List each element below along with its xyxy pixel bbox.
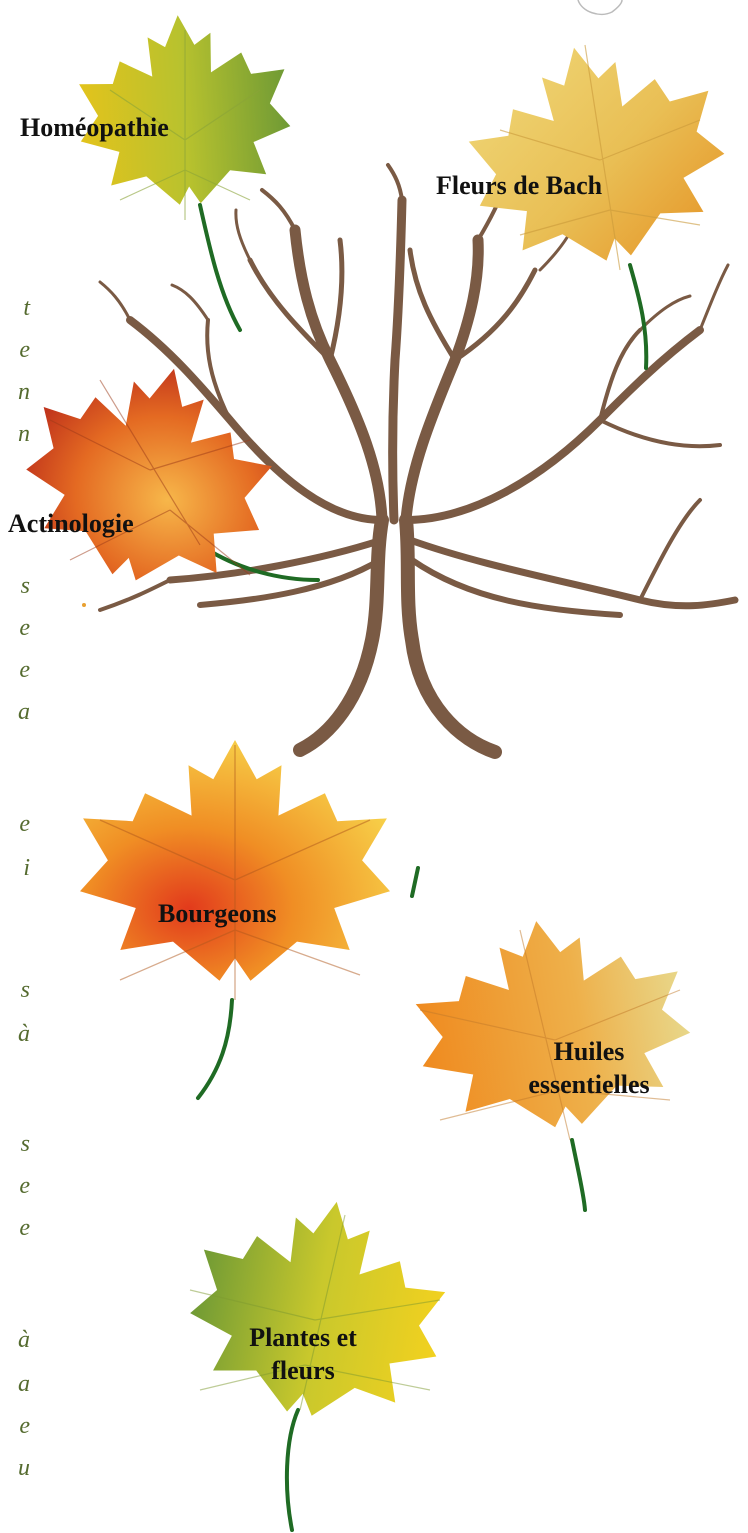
label-plantes-line1: Plantes et bbox=[218, 1322, 388, 1355]
label-homeopathie[interactable]: Homéopathie bbox=[20, 112, 169, 145]
side-text-fragment: à bbox=[0, 1328, 30, 1352]
leaf-plantes-et-fleurs[interactable] bbox=[176, 1180, 460, 1435]
label-huiles-line2: essentielles bbox=[494, 1069, 684, 1102]
label-plantes-et-fleurs[interactable]: Plantes et fleurs bbox=[218, 1322, 388, 1387]
side-text-fragment: e bbox=[0, 338, 30, 362]
side-text-fragment: t bbox=[0, 296, 30, 320]
label-plantes-line2: fleurs bbox=[218, 1355, 388, 1388]
ornament-fragment bbox=[578, 0, 622, 14]
side-text-fragment: n bbox=[0, 422, 30, 446]
side-text-fragment: i bbox=[0, 856, 30, 880]
side-text-fragment: e bbox=[0, 1414, 30, 1438]
label-huiles-line1: Huiles bbox=[494, 1036, 684, 1069]
label-bourgeons[interactable]: Bourgeons bbox=[158, 898, 276, 931]
side-text-fragment: s bbox=[0, 978, 30, 1002]
leaf-huiles-essentielles[interactable] bbox=[403, 904, 703, 1142]
side-text-fragment: e bbox=[0, 658, 30, 682]
side-text-fragment: u bbox=[0, 1456, 30, 1480]
label-actinologie[interactable]: Actinologie bbox=[8, 508, 134, 541]
leaf-bourgeons[interactable] bbox=[80, 740, 390, 1000]
side-text-fragment: à bbox=[0, 1022, 30, 1046]
side-text-fragment: e bbox=[0, 1216, 30, 1240]
label-huiles-essentielles[interactable]: Huiles essentielles bbox=[494, 1036, 684, 1101]
side-text-fragment: s bbox=[0, 574, 30, 598]
side-text-fragment: e bbox=[0, 1174, 30, 1198]
side-text-fragment: s bbox=[0, 1132, 30, 1156]
label-fleurs-de-bach[interactable]: Fleurs de Bach bbox=[436, 170, 602, 203]
leaf-scrap bbox=[82, 603, 86, 607]
leaf-fleurs-de-bach[interactable] bbox=[452, 22, 741, 284]
side-text-fragment: a bbox=[0, 1372, 30, 1396]
side-text-fragment: e bbox=[0, 812, 30, 836]
side-text-fragment: e bbox=[0, 616, 30, 640]
side-text-fragment: a bbox=[0, 700, 30, 724]
side-text-fragment: n bbox=[0, 380, 30, 404]
